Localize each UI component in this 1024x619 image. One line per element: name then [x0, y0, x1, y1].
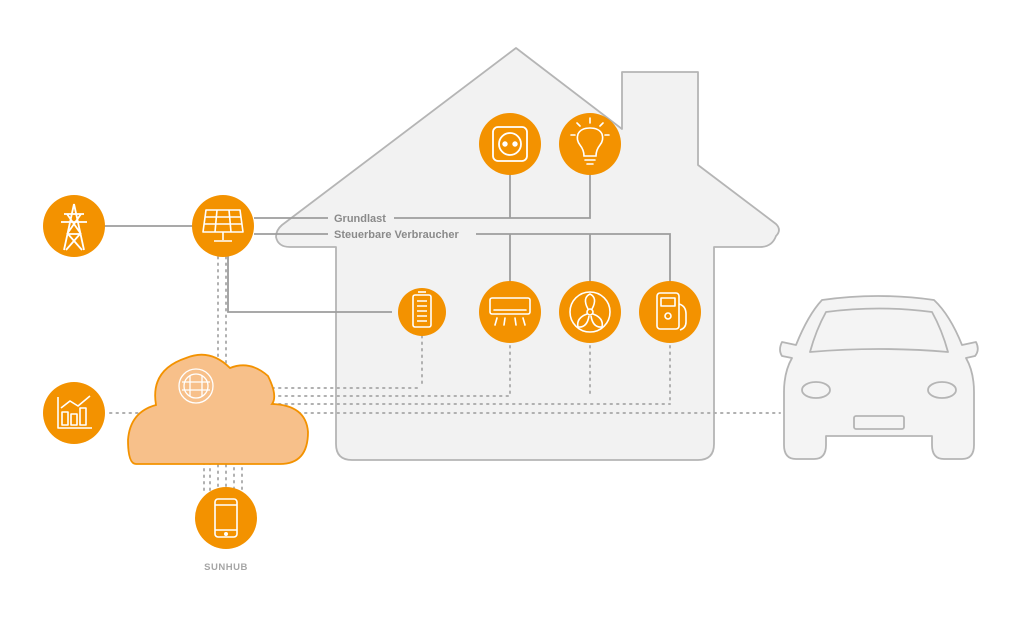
solid-connections [104, 172, 671, 313]
battery-circle [398, 288, 446, 336]
steuerbare-verbraucher-label: Steuerbare Verbraucher [334, 229, 459, 241]
fan-circle [559, 281, 621, 343]
air-conditioner-icon [489, 297, 531, 326]
wallbox-icon [656, 292, 687, 331]
energy-manager-icon [178, 368, 214, 404]
wallbox-circle [639, 281, 701, 343]
house-outline [275, 47, 780, 461]
chart-circle [43, 382, 105, 444]
air-conditioner-circle [479, 281, 541, 343]
battery-icon [412, 291, 432, 328]
power-tower-circle [43, 195, 105, 257]
smartphone-circle [195, 487, 257, 549]
solar-panel-icon [202, 209, 244, 242]
solar-panel-circle [192, 195, 254, 257]
car-icon [779, 295, 979, 460]
socket-icon [492, 126, 528, 162]
sunhub-label: SUNHUB [204, 562, 248, 573]
light-bulb-icon [570, 117, 610, 165]
cloud [127, 353, 309, 465]
smartphone-icon [214, 498, 238, 538]
power-tower-icon [61, 203, 87, 251]
fan-icon [569, 291, 611, 333]
chart-icon [57, 395, 92, 429]
light-bulb-circle [559, 113, 621, 175]
socket-circle [479, 113, 541, 175]
grundlast-label: Grundlast [334, 213, 386, 225]
